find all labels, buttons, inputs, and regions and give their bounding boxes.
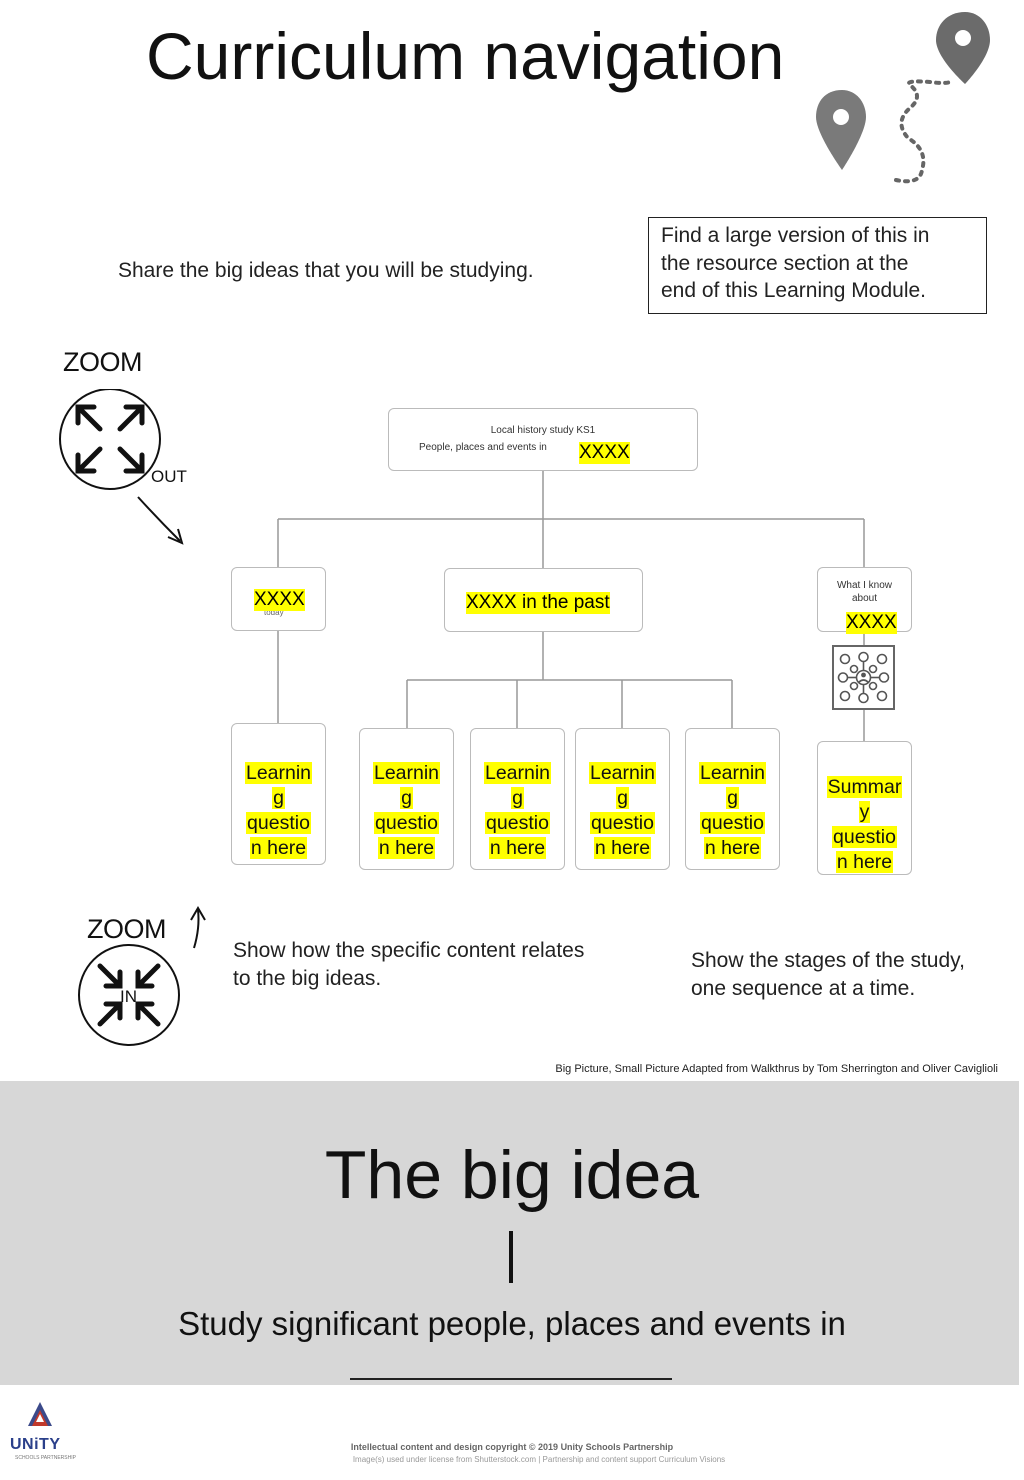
question-text: Learnin [698,762,767,784]
today-node-hidden-word: today [264,608,284,617]
learning-question-node: Learnin g questio n here [231,723,326,865]
map-route-icon [816,12,990,184]
question-text: Learnin [483,762,552,784]
know-about-line2: about [851,593,878,604]
zoom-in-direction: IN [120,987,137,1006]
question-text: Learnin [372,762,441,784]
desc-line: Show the stages of the study, [691,949,965,972]
past-node: XXXX in the past [444,568,643,632]
summary-text: n here [835,851,894,873]
zoom-out-direction: OUT [151,467,187,486]
past-node-label: XXXX in the past [466,592,610,614]
zoom-out-label: ZOOM [63,347,143,377]
credit-text: Big Picture, Small Picture Adapted from … [555,1063,998,1075]
desc-line: Show how the specific content relates [233,939,585,962]
question-text: questio [590,812,655,834]
footer-license: Image(s) used under license from Shutter… [352,1455,726,1464]
unity-logo-icon [28,1402,52,1426]
top-node-placeholder: XXXX [579,442,630,464]
summary-text: y [858,801,871,823]
note-line: Find a large version of this in [661,224,930,247]
zoom-out-icon [59,389,184,545]
map-pin-icon [816,90,866,170]
know-about-node: What I know about XXXX [817,567,912,634]
question-text: questio [374,812,439,834]
question-text: g [511,787,524,809]
zoom-in-label: ZOOM [87,914,167,944]
question-text: g [726,787,739,809]
top-node-title: Local history study KS1 [490,425,596,436]
question-text: g [272,787,285,809]
question-text: n here [377,837,436,859]
diagram-connectors [277,471,865,741]
desc-line: one sequence at a time. [691,977,916,1000]
map-pin-icon [936,12,990,84]
question-text: g [616,787,629,809]
question-text: questio [485,812,550,834]
learning-question-node: Learnin g questio n here [359,728,454,870]
question-text: Learnin [588,762,657,784]
page-title: Curriculum navigation [146,19,785,93]
fill-in-blank-line [350,1378,672,1380]
note-line: the resource section at the [661,251,909,275]
desc-line: to the big ideas. [233,967,382,990]
unity-logo-tagline: SCHOOLS PARTNERSHIP [15,1455,76,1461]
question-text: questio [246,812,311,834]
big-idea-divider [509,1231,513,1283]
today-node-placeholder: XXXX [254,589,305,611]
learning-question-node: Learnin g questio n here [470,728,565,870]
zoom-in-icon [78,906,206,1046]
summary-text: Summar [826,776,903,798]
stages-text: Show the stages of the study, one sequen… [691,947,965,1003]
today-node: today XXXX [231,567,326,631]
question-text: Learnin [244,762,313,784]
question-text: n here [488,837,547,859]
big-idea-title: The big idea [324,1137,700,1213]
question-text: n here [703,837,762,859]
unity-logo-text: UNiTY [10,1436,61,1453]
summary-question-node: Summar y questio n here [817,741,912,875]
top-node-subtitle: People, places and events in [419,442,547,453]
question-text: g [400,787,413,809]
summary-text: questio [832,826,897,848]
note-line: end of this Learning Module. [661,279,927,302]
question-text: n here [593,837,652,859]
note-box: Find a large version of this in the reso… [648,217,987,314]
footer-copyright: Intellectual content and design copyrigh… [350,1442,674,1452]
network-icon [832,645,895,710]
learning-question-node: Learnin g questio n here [575,728,670,870]
question-text: n here [249,837,308,859]
learning-question-node: Learnin g questio n here [685,728,780,870]
top-node: Local history study KS1 People, places a… [388,408,698,471]
know-about-placeholder: XXXX [846,612,897,634]
know-about-line1: What I know [836,580,893,591]
intro-text: Share the big ideas that you will be stu… [118,259,534,282]
question-text: questio [700,812,765,834]
content-relation-text: Show how the specific content relates to… [233,937,584,993]
big-idea-subtitle: Study significant people, places and eve… [178,1305,846,1342]
